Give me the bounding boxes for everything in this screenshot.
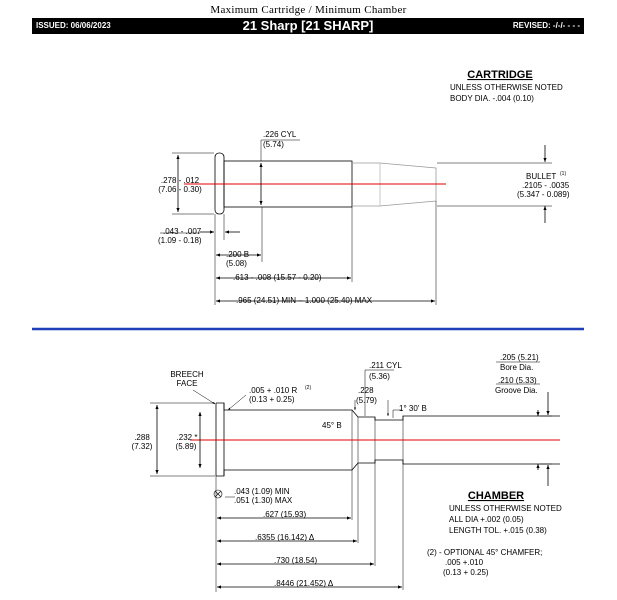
cartridge-bullet-sup: (1): [560, 171, 566, 177]
chamber-option-2: .005 +.010: [445, 558, 484, 567]
cartridge-bullet-label: BULLET: [526, 172, 556, 181]
chamber-dia-232-mm: (5.89): [176, 442, 197, 451]
cartridge-overall-length: .965 (24.51) MIN – 1.000 (25.40) MAX: [236, 296, 373, 305]
cartridge-rim-dia-mm: (7.06 - 0.30): [158, 185, 202, 194]
chamber-labels: CHAMBER UNLESS OTHERWISE NOTED ALL DIA +…: [132, 353, 562, 588]
bore-dia-label: Bore Dia.: [500, 363, 533, 372]
chamber-option-1: (2) - OPTIONAL 45° CHAMFER;: [427, 548, 542, 557]
cartridge-note-1: UNLESS OTHERWISE NOTED: [450, 83, 563, 92]
chamber-cyl-mm: (5.36): [369, 372, 390, 381]
chamber-rim-min: .043 (1.09) MIN: [234, 487, 290, 496]
cartridge-b-mm: (5.08): [226, 259, 247, 268]
chamber-radius-sup: (2): [305, 385, 311, 391]
chamber-radius-mm: (0.13 + 0.25): [249, 395, 295, 404]
chamber-length-730: .730 (18.54): [274, 556, 317, 565]
chamber-note-2: ALL DIA +.002 (0.05): [449, 515, 524, 524]
chamber-length-6355: .6355 (16.142) Δ: [255, 533, 315, 542]
chamber-heading: CHAMBER: [468, 490, 524, 502]
chamber-section: [150, 361, 560, 592]
issued-date: ISSUED: 06/06/2023: [36, 21, 111, 30]
chamber-cyl-in: .211 CYL: [369, 361, 402, 370]
bore-dia-value: .205 (5.21): [500, 353, 539, 362]
cartridge-rim-dia-in: .278 - .012: [161, 176, 200, 185]
chamber-dia-228-in: .228: [358, 386, 374, 395]
cartridge-cyl-mm: (5.74): [263, 140, 284, 149]
header-bar: ISSUED: 06/06/2023 21 Sharp [21 SHARP] R…: [32, 18, 584, 34]
breech-face-label-1: BREECH: [170, 370, 204, 379]
chamber-rim-max: .051 (1.30) MAX: [234, 496, 293, 505]
breech-face-label-2: FACE: [177, 379, 198, 388]
chamber-note-3: LENGTH TOL. +.015 (0.38): [449, 526, 547, 535]
chamber-dia-232-in: .232 *: [177, 433, 198, 442]
drawing-title: 21 Sharp [21 SHARP]: [242, 18, 374, 33]
groove-dia-value: .210 (5.33): [498, 376, 537, 385]
chamber-note-1: UNLESS OTHERWISE NOTED: [449, 504, 562, 513]
chamber-angle-45: 45° B: [322, 421, 342, 430]
cartridge-heading: CARTRIDGE: [467, 69, 532, 81]
chamber-radius-in: .005 + .010 R: [249, 386, 297, 395]
cartridge-note-2: BODY DIA. -.004 (0.10): [450, 94, 534, 103]
cartridge-section: [160, 139, 552, 305]
cartridge-b-in: .200 B: [226, 250, 249, 259]
cartridge-rim-thk-mm: (1.09 - 0.18): [158, 236, 202, 245]
cartridge-labels: CARTRIDGE UNLESS OTHERWISE NOTED BODY DI…: [158, 69, 570, 305]
document-title: Maximum Cartridge / Minimum Chamber: [210, 4, 407, 16]
groove-dia-label: Groove Dia.: [495, 386, 538, 395]
chamber-length-627: .627 (15.93): [263, 510, 306, 519]
chamber-dia-288-mm: (7.32): [132, 442, 153, 451]
cartridge-case-length: .613 - .008 (15.57 - 0.20): [233, 273, 322, 282]
cartridge-rim-thk-in: .043 - .007: [163, 227, 202, 236]
chamber-angle-130: 1° 30' B: [399, 404, 427, 413]
cartridge-cyl-in: .226 CYL: [263, 130, 297, 139]
chamber-dia-228-mm: (5.79): [356, 396, 377, 405]
revised-date: REVISED: -/-/- - - -: [512, 21, 580, 30]
chamber-option-3: (0.13 + 0.25): [443, 568, 489, 577]
chamber-dia-288-in: .288: [134, 433, 150, 442]
cartridge-bullet-dia-mm: (5.347 - 0.089): [517, 190, 570, 199]
cartridge-bullet-dia-in: .2105 - .0035: [522, 181, 570, 190]
chamber-length-8446: .8446 (21.452) Δ: [274, 579, 334, 588]
